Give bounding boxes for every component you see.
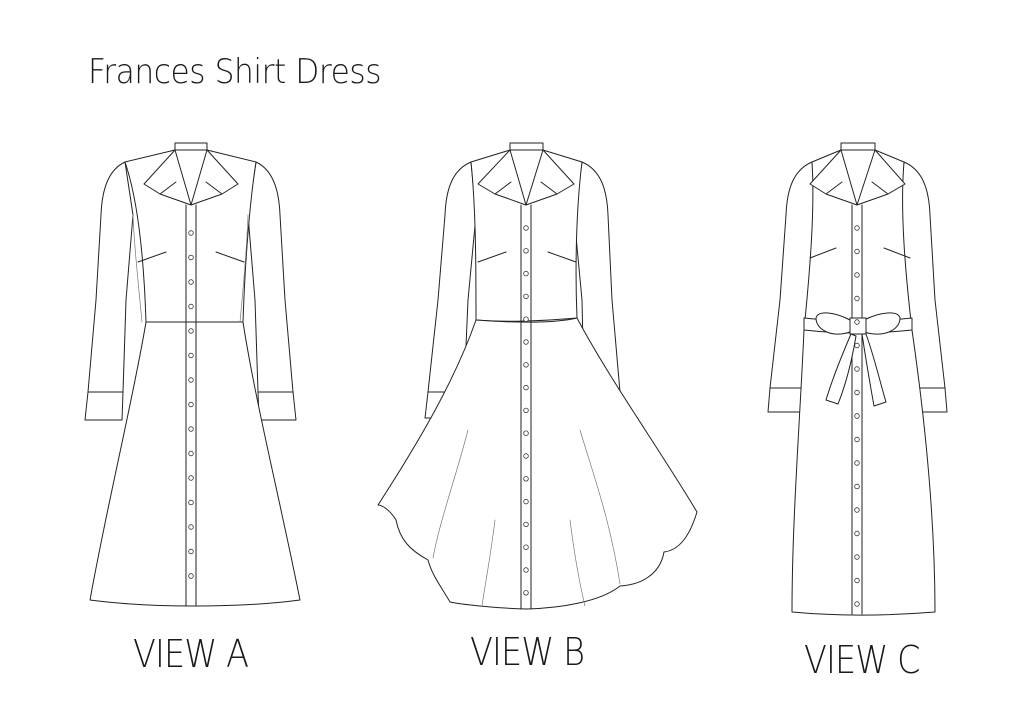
button-detail [188, 328, 194, 334]
button-detail [188, 524, 194, 530]
button-detail [523, 407, 529, 414]
button-detail [523, 453, 529, 459]
button-detail [523, 498, 529, 505]
button-detail [523, 339, 529, 345]
button-detail [523, 521, 529, 528]
button-detail [523, 590, 529, 596]
dress-view-b [377, 142, 698, 610]
button-detail [188, 352, 194, 359]
button-detail [854, 483, 860, 490]
view-a-label: VIEW A [133, 632, 249, 676]
button-detail [523, 293, 529, 300]
button-detail [854, 342, 860, 349]
dress-view-c [767, 142, 948, 616]
button-detail [188, 548, 194, 555]
button-detail [523, 316, 529, 322]
button-detail [523, 270, 529, 277]
button-detail [523, 362, 529, 368]
button-detail [854, 507, 860, 513]
button-detail [523, 430, 529, 436]
button-detail [188, 450, 194, 457]
button-detail [523, 248, 529, 254]
button-detail [188, 573, 194, 579]
button-detail [854, 554, 860, 560]
button-detail [188, 279, 194, 285]
button-detail [523, 544, 529, 550]
button-detail [854, 389, 860, 396]
button-detail [188, 377, 194, 383]
dress-view-a [84, 142, 301, 607]
button-detail [188, 499, 194, 506]
button-detail [523, 567, 529, 573]
button-detail [188, 475, 194, 481]
button-detail [523, 225, 529, 231]
button-detail [854, 601, 860, 607]
button-detail [854, 248, 860, 255]
button-detail [854, 319, 860, 325]
button-detail [188, 401, 194, 408]
button-detail [854, 272, 860, 278]
view-b-label: VIEW B [470, 630, 585, 674]
button-detail [188, 303, 194, 310]
view-c-label: VIEW C [804, 638, 921, 682]
button-detail [854, 366, 860, 372]
button-detail [854, 413, 860, 419]
button-detail [188, 426, 194, 432]
button-detail [854, 295, 860, 302]
button-detail [188, 254, 194, 261]
button-detail [523, 476, 529, 482]
button-detail [523, 384, 529, 391]
button-detail [854, 460, 860, 466]
button-detail [188, 230, 194, 236]
button-detail [854, 530, 860, 537]
button-detail [854, 225, 860, 231]
button-detail [854, 577, 860, 584]
page-title: Frances Shirt Dress [88, 52, 382, 92]
button-detail [854, 436, 860, 443]
